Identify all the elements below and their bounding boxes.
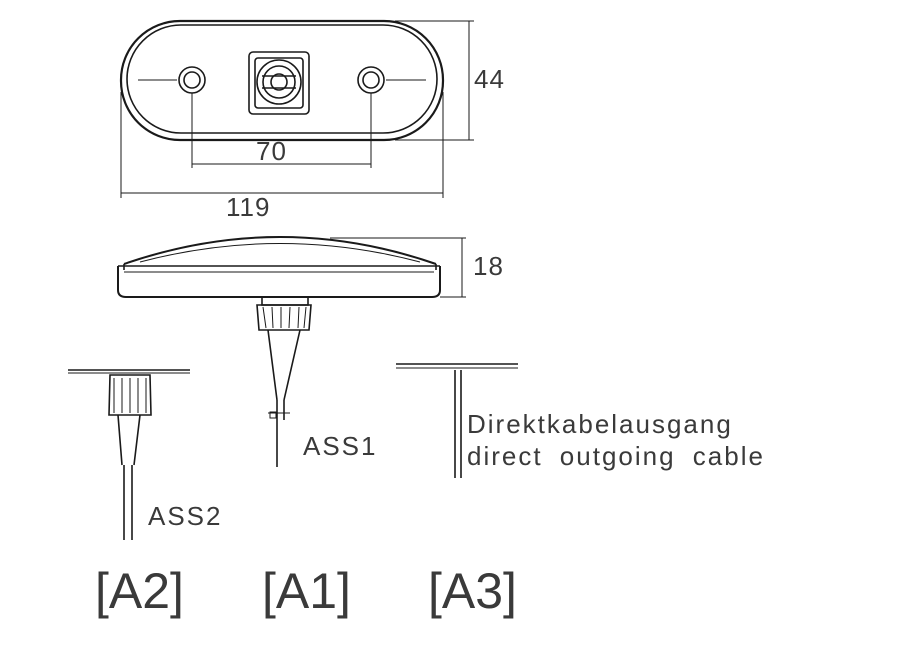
dim-label-44: 44 <box>474 64 505 94</box>
center-connector <box>248 51 310 115</box>
housing-outline-outer <box>119 19 445 142</box>
variant-label-a1: [A1] <box>262 563 351 619</box>
side-view <box>117 236 466 467</box>
top-view <box>119 19 474 198</box>
base-plate <box>117 266 441 298</box>
variant-a2-drawing <box>68 369 190 540</box>
variant-label-a3: [A3] <box>428 563 517 619</box>
label-ass2: ASS2 <box>148 501 223 531</box>
variant-a3-drawing <box>396 363 518 478</box>
lens-dome <box>123 236 437 265</box>
mounting-hole-left <box>178 66 206 94</box>
variant-label-a2: [A2] <box>95 563 184 619</box>
lens-dome-inner <box>139 243 421 263</box>
ass1-connector <box>256 296 312 467</box>
dim-label-18: 18 <box>473 251 504 281</box>
label-a3-english: direct outgoing cable <box>467 441 765 471</box>
label-ass1: ASS1 <box>303 431 378 461</box>
label-a3-german: Direktkabelausgang <box>467 409 733 439</box>
dim-label-70: 70 <box>256 136 287 166</box>
dim-label-119: 119 <box>226 192 270 222</box>
a2-plug <box>108 374 152 416</box>
mounting-hole-right <box>357 66 385 94</box>
housing-outline-inner <box>126 24 438 134</box>
